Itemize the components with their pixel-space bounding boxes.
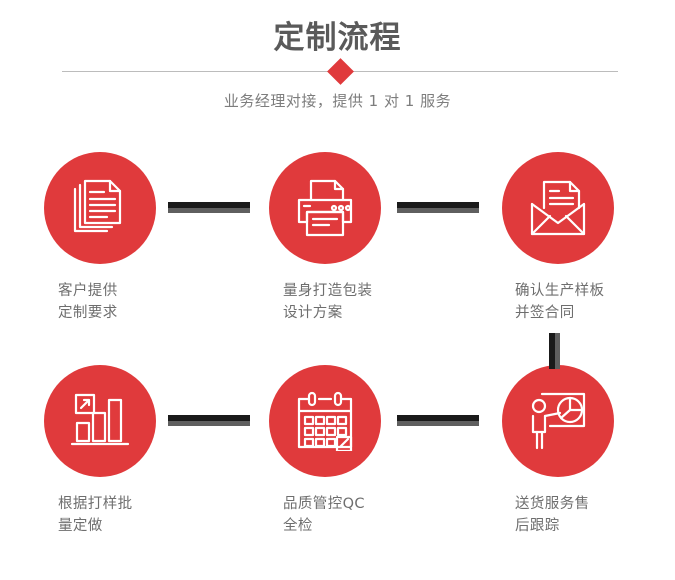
step-3-label: 确认生产样板 并签合同 [515, 283, 605, 321]
connector-bar-top [397, 202, 479, 208]
connector-bar-top [397, 415, 479, 421]
customization-process-infographic: 定制流程 业务经理对接，提供 1 对 1 服务 [0, 0, 675, 550]
step-2-icon-circle [269, 152, 381, 264]
process-step-4: 根据打样批 量定做 [0, 365, 225, 580]
step-4-label: 根据打样批 量定做 [58, 496, 133, 534]
connector-step2-step3 [397, 202, 479, 213]
connector-bar-shadow [555, 333, 560, 369]
process-step-6: 送货服务售 后跟踪 [458, 365, 675, 580]
presenter-pie-chart-icon [526, 390, 590, 452]
bar-chart-growth-icon [69, 391, 131, 451]
connector-bar-top [168, 415, 250, 421]
calendar-check-icon [293, 391, 357, 451]
diamond-icon [327, 58, 354, 85]
header: 定制流程 业务经理对接，提供 1 对 1 服务 [0, 0, 675, 130]
connector-bar-left [549, 333, 555, 369]
connector-bar-shadow [168, 421, 250, 426]
step-2-label: 量身打造包装 设计方案 [283, 283, 373, 321]
page-title: 定制流程 [273, 20, 402, 56]
connector-bar-shadow [397, 421, 479, 426]
envelope-letter-icon [526, 178, 590, 238]
step-4-icon-circle [44, 365, 156, 477]
divider [62, 58, 618, 85]
step-6-label: 送货服务售 后跟踪 [515, 496, 590, 534]
connector-step4-step5 [168, 415, 250, 426]
connector-bar-top [168, 202, 250, 208]
process-step-2: 量身打造包装 设计方案 [227, 152, 452, 367]
step-3-icon-circle [502, 152, 614, 264]
connector-step5-step6 [397, 415, 479, 426]
connector-bar-shadow [397, 208, 479, 213]
process-step-5: 品质管控QC 全检 [227, 365, 452, 580]
connector-bar-shadow [168, 208, 250, 213]
connector-step3-step6 [549, 333, 560, 369]
documents-icon [69, 177, 131, 239]
connector-step1-step2 [168, 202, 250, 213]
step-5-icon-circle [269, 365, 381, 477]
step-6-icon-circle [502, 365, 614, 477]
process-step-3: 确认生产样板 并签合同 [458, 152, 675, 367]
step-1-icon-circle [44, 152, 156, 264]
step-5-label: 品质管控QC 全检 [283, 496, 365, 534]
process-step-1: 客户提供 定制要求 [0, 152, 225, 367]
printer-icon [293, 177, 357, 239]
page-subtitle: 业务经理对接，提供 1 对 1 服务 [223, 92, 452, 110]
process-steps: 客户提供 定制要求 [0, 130, 675, 550]
step-1-label: 客户提供 定制要求 [58, 283, 118, 321]
